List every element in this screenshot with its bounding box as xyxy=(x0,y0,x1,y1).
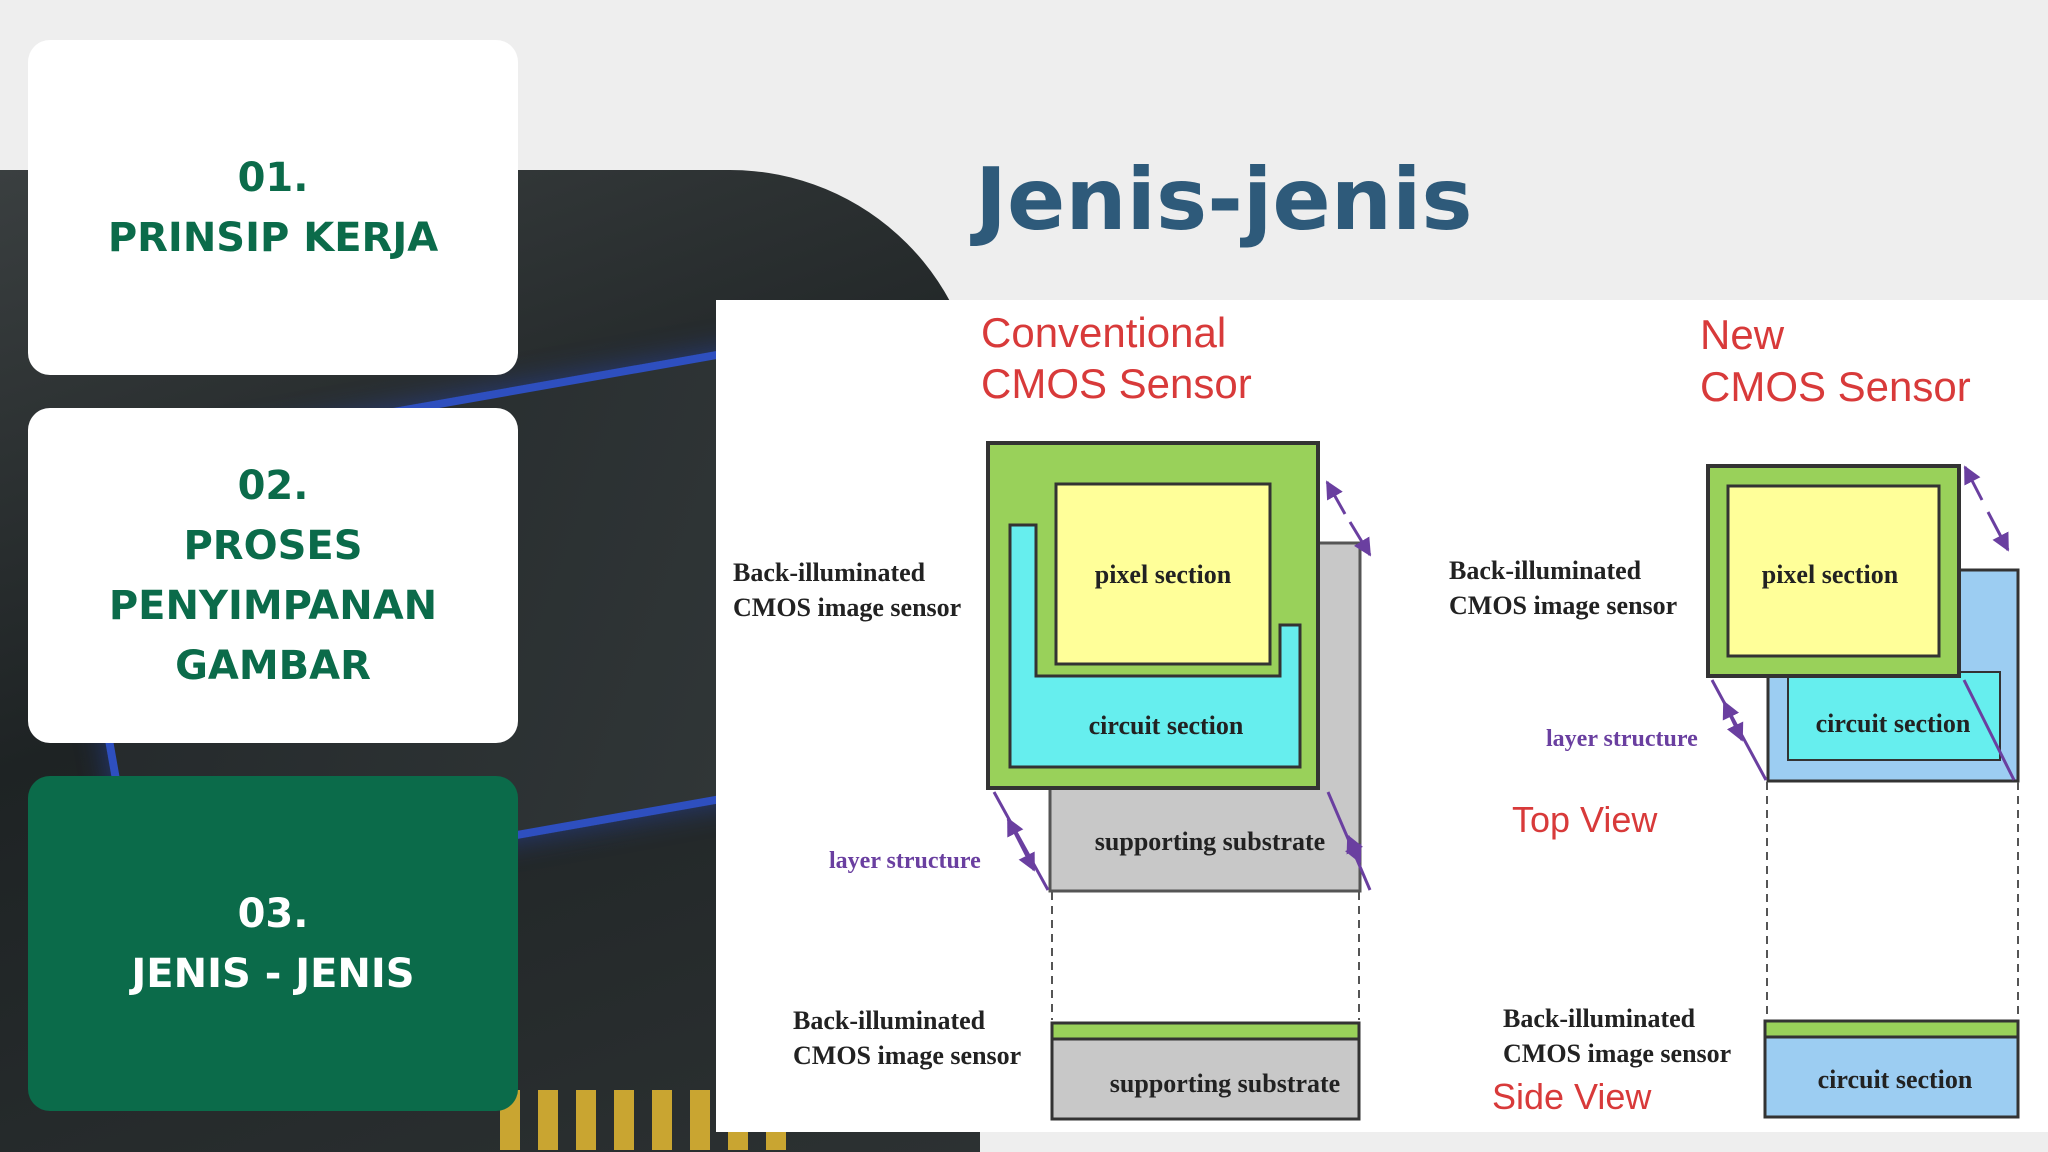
sidebar-item-prinsip-kerja[interactable]: 01. PRINSIP KERJA xyxy=(28,40,518,375)
conventional-side-sensor-layer xyxy=(1050,1021,1361,1041)
sidebar-item-label: 01. PRINSIP KERJA xyxy=(108,148,438,268)
arrow-icon xyxy=(992,791,1050,891)
cmos-diagram-svg: Conventional CMOS Sensor pixel section c… xyxy=(733,309,2020,1121)
arrow-icon xyxy=(1348,521,1372,557)
new-heading-line1: New xyxy=(1700,311,1785,358)
new-back-illuminated-line1: Back-illuminated xyxy=(1449,556,1642,585)
new-side-circuit-label: circuit section xyxy=(1818,1065,1973,1094)
conventional-circuit-section-label: circuit section xyxy=(1089,711,1244,740)
sidebar-item-number: 03. xyxy=(237,890,309,937)
new-heading-line2: CMOS Sensor xyxy=(1700,363,1971,410)
sidebar-item-text: JENIS - JENIS xyxy=(131,950,415,997)
cmos-comparison-diagram: Conventional CMOS Sensor pixel section c… xyxy=(716,300,2048,1132)
sidebar-item-jenis-jenis[interactable]: 03. JENIS - JENIS xyxy=(28,776,518,1111)
top-view-label: Top View xyxy=(1512,799,1658,840)
new-pixel-section-label: pixel section xyxy=(1762,560,1899,589)
conventional-side-substrate-label: supporting substrate xyxy=(1110,1069,1340,1098)
new-side-sensor-layer xyxy=(1763,1019,2020,1039)
sidebar-item-text: PROSES PENYIMPANAN GAMBAR xyxy=(108,522,438,689)
arrow-icon xyxy=(1710,679,1768,781)
new-pixel-section-shape xyxy=(1726,484,1941,658)
arrow-icon xyxy=(1986,511,2010,552)
new-circuit-section-shape xyxy=(1787,671,2001,761)
sidebar-item-label: 02. PROSES PENYIMPANAN GAMBAR xyxy=(103,456,443,696)
page-title: Jenis-jenis xyxy=(975,150,1473,250)
new-back-illuminated-line2: CMOS image sensor xyxy=(1449,591,1677,620)
sidebar-item-number: 01. xyxy=(237,154,309,201)
conventional-circuit-section-shape xyxy=(1008,523,1302,769)
conventional-pixel-section-label: pixel section xyxy=(1095,560,1232,589)
new-side-circuit-layer xyxy=(1763,1035,2020,1119)
side-view-label: Side View xyxy=(1492,1076,1652,1117)
conventional-supporting-substrate-label: supporting substrate xyxy=(1095,827,1325,856)
conventional-side-back-illuminated-line2: CMOS image sensor xyxy=(793,1041,1021,1070)
conventional-layer-structure-label: layer structure xyxy=(829,848,981,874)
sidebar-item-proses-penyimpanan-gambar[interactable]: 02. PROSES PENYIMPANAN GAMBAR xyxy=(28,408,518,743)
conventional-side-substrate xyxy=(1050,1037,1361,1121)
sidebar-item-number: 02. xyxy=(237,462,309,509)
arrow-icon xyxy=(1345,834,1363,864)
conventional-side-back-illuminated-line1: Back-illuminated xyxy=(793,1006,986,1035)
new-circuit-section-label: circuit section xyxy=(1816,709,1971,738)
arrow-icon xyxy=(1006,817,1036,872)
conventional-back-illuminated-line2: CMOS image sensor xyxy=(733,593,961,622)
conventional-heading-line2: CMOS Sensor xyxy=(981,360,1252,407)
arrow-icon xyxy=(1963,465,1984,501)
arrow-icon xyxy=(1962,679,2016,781)
new-side-back-illuminated-line2: CMOS image sensor xyxy=(1503,1039,1731,1068)
arrow-icon xyxy=(1722,700,1744,742)
sidebar-item-label: 03. JENIS - JENIS xyxy=(131,884,414,1004)
arrow-icon xyxy=(1325,480,1347,515)
conventional-back-illuminated-line1: Back-illuminated xyxy=(733,558,926,587)
new-layer-structure-label: layer structure xyxy=(1546,726,1698,752)
conventional-pixel-section-shape xyxy=(1054,482,1272,666)
new-side-back-illuminated-line1: Back-illuminated xyxy=(1503,1004,1696,1033)
sidebar-item-text: PRINSIP KERJA xyxy=(107,214,439,261)
conventional-heading-line1: Conventional xyxy=(981,309,1226,356)
